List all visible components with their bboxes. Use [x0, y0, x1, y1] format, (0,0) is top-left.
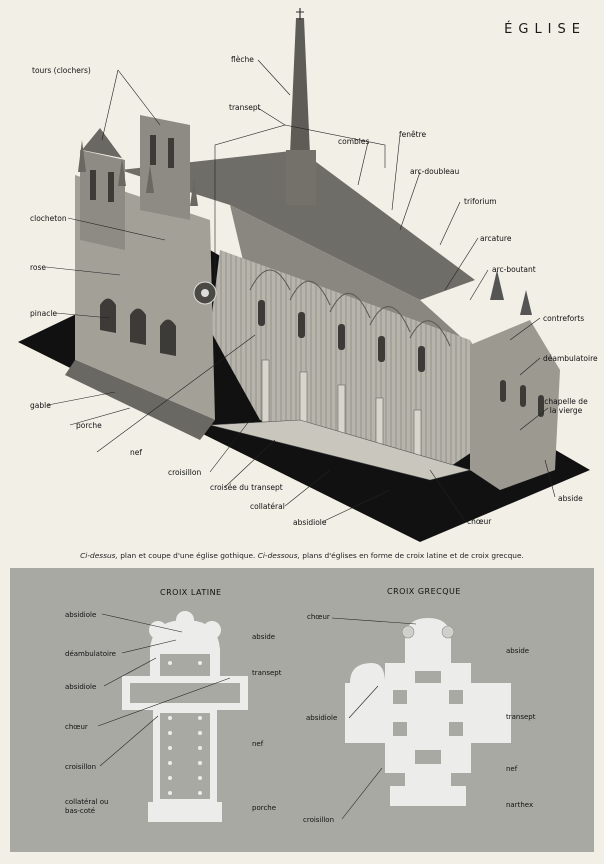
label-croisillon: croisillon — [168, 468, 202, 477]
plan-latine-croisillon: croisillon — [65, 763, 97, 771]
plan-latine-absidiole-2: absidiole — [65, 683, 97, 691]
label-tours: tours (clochers) — [32, 66, 91, 75]
plan-grecque-narthex: narthex — [506, 801, 534, 809]
page-title: ÉGLISE — [504, 22, 586, 37]
plan-latine-abside: abside — [252, 633, 276, 641]
label-contreforts: contreforts — [543, 314, 585, 323]
floor-plans-panel: CROIX LATINE CROIX GRECQUE absidiole déa… — [10, 568, 594, 852]
plan-grecque-absidiole: absidiole — [306, 714, 338, 722]
caption-lead-1: Ci-dessus, — [80, 551, 118, 560]
label-chapelle-vierge: chapelle de la vierge — [544, 397, 588, 415]
label-combles: combles — [338, 137, 370, 146]
label-arc-doubleau: arc-doubleau — [410, 167, 460, 176]
plan-grecque-croisillon: croisillon — [303, 816, 335, 824]
plan-latine-nef: nef — [252, 740, 264, 748]
label-pinacle: pinacle — [30, 309, 58, 318]
label-croisee: croisée du transept — [210, 483, 283, 492]
plan-title-latine: CROIX LATINE — [160, 588, 222, 597]
tower-left — [80, 150, 125, 250]
plan-latine-choeur: chœur — [65, 723, 88, 731]
plan-grecque-choeur: chœur — [307, 613, 330, 621]
plan-latine-deambulatoire: déambulatoire — [65, 650, 116, 658]
figure-caption: Ci-dessus, plan et coupe d'une église go… — [12, 551, 592, 560]
label-nef: nef — [130, 448, 143, 457]
plan-latine-porche: porche — [252, 804, 277, 812]
label-abside: abside — [558, 494, 583, 503]
label-fleche: flèche — [231, 55, 254, 64]
label-deambulatoire: déambulatoire — [543, 354, 598, 363]
plan-latine-collateral: collatéral ou bas-coté — [65, 798, 109, 815]
label-choeur: chœur — [467, 517, 492, 526]
plan-latine-transept: transept — [252, 669, 282, 677]
label-triforium: triforium — [464, 197, 497, 206]
plan-grecque-transept: transept — [506, 713, 536, 721]
label-rose: rose — [30, 263, 47, 272]
label-transept: transept — [229, 103, 261, 112]
greek-cross-plan — [345, 618, 511, 806]
label-gable: gable — [30, 401, 51, 410]
label-absidiole: absidiole — [293, 518, 327, 527]
plan-latine-absidiole: absidiole — [65, 611, 97, 619]
label-fenetre: fenêtre — [399, 130, 427, 139]
caption-lead-2: Ci-dessous, — [257, 551, 300, 560]
caption-text-2: plans d'églises en forme de croix latine… — [299, 551, 524, 560]
apse — [470, 320, 560, 490]
caption-text-1: plan et coupe d'une église gothique. — [117, 551, 258, 560]
cathedral-cutaway-illustration — [18, 8, 590, 542]
plan-title-grecque: CROIX GRECQUE — [387, 587, 461, 596]
label-porche: porche — [76, 421, 102, 430]
tower-right — [140, 115, 190, 220]
label-clocheton: clocheton — [30, 214, 67, 223]
plan-grecque-abside: abside — [506, 647, 530, 655]
label-arc-boutant: arc-boutant — [492, 265, 536, 274]
nave-roof — [120, 150, 475, 300]
plan-grecque-nef: nef — [506, 765, 518, 773]
label-collateral: collatéral — [250, 502, 285, 511]
label-arcature: arcature — [480, 234, 512, 243]
floor-plans-drawing — [97, 611, 511, 822]
